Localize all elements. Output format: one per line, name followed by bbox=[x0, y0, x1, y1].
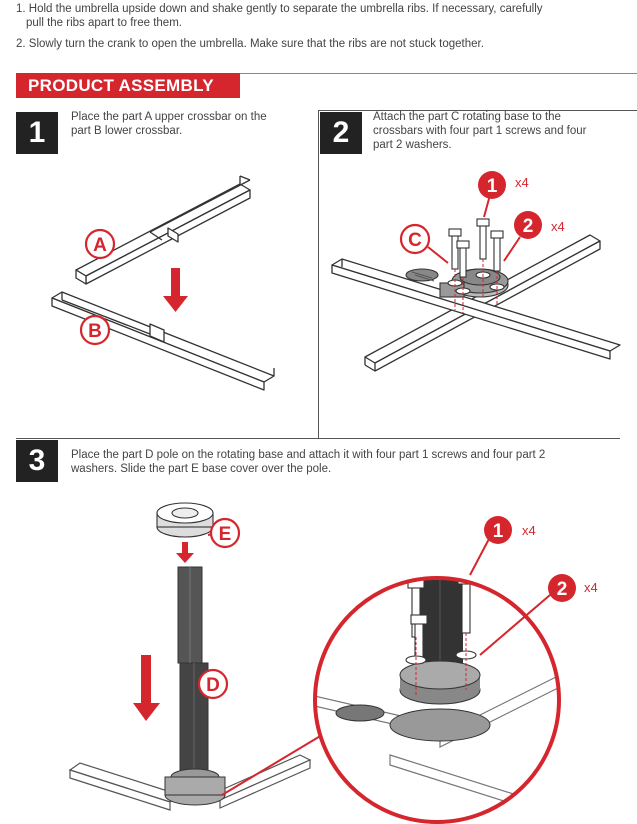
label-part-2: 2 x4 bbox=[479, 574, 598, 656]
base-cover-e-drawing bbox=[156, 502, 214, 538]
step-2-top-rule bbox=[318, 110, 637, 111]
svg-text:x4: x4 bbox=[584, 580, 598, 595]
step-2-text: Attach the part C rotating base to the c… bbox=[373, 110, 586, 152]
intro-step-1-line-b: pull the ribs apart to free them. bbox=[26, 17, 182, 29]
down-arrow-icon bbox=[176, 542, 194, 563]
step-1-text-line: Place the part A upper crossbar on the bbox=[71, 111, 267, 123]
step-2-illustration: C 1 x4 2 x4 bbox=[331, 171, 621, 372]
step-divider bbox=[318, 110, 319, 438]
step-1-illustration: A B bbox=[51, 175, 275, 391]
label-b: B bbox=[79, 314, 111, 346]
label-part-1: 1 x4 bbox=[469, 516, 536, 576]
step-2-text-line: Attach the part C rotating base to the bbox=[373, 111, 561, 123]
step-3-text-line: Place the part D pole on the rotating ba… bbox=[71, 449, 546, 461]
step-1-text: Place the part A upper crossbar on the p… bbox=[71, 110, 267, 138]
label-c: C bbox=[399, 223, 449, 264]
svg-text:A: A bbox=[93, 235, 107, 256]
svg-text:2: 2 bbox=[557, 579, 568, 600]
pole-d-drawing bbox=[164, 566, 226, 806]
svg-text:E: E bbox=[219, 524, 232, 545]
intro-step-2: 2. Slowly turn the crank to open the umb… bbox=[16, 38, 484, 50]
section-title: PRODUCT ASSEMBLY bbox=[16, 73, 240, 98]
label-part-2: 2 x4 bbox=[503, 211, 565, 262]
intro-step-1: 1. Hold the umbrella upside down and sha… bbox=[16, 2, 543, 30]
step-2-text-line: part 2 washers. bbox=[373, 139, 452, 151]
step-1-text-line: part B lower crossbar. bbox=[71, 125, 183, 137]
section-rule bbox=[240, 73, 637, 74]
svg-text:C: C bbox=[408, 230, 422, 251]
label-part-1: 1 x4 bbox=[478, 171, 529, 218]
crossbar-a-drawing bbox=[75, 175, 251, 285]
svg-text:B: B bbox=[88, 321, 102, 342]
step-3-text-line: washers. Slide the part E base cover ove… bbox=[71, 463, 332, 475]
svg-text:x4: x4 bbox=[515, 175, 529, 190]
zoom-circle-outline bbox=[313, 576, 561, 824]
label-d: D bbox=[197, 668, 229, 700]
svg-text:1: 1 bbox=[493, 521, 504, 542]
step-3-number: 3 bbox=[16, 440, 58, 482]
label-a: A bbox=[84, 228, 116, 260]
intro-step-1-line-a: 1. Hold the umbrella upside down and sha… bbox=[16, 3, 543, 15]
step-1-number: 1 bbox=[16, 112, 58, 154]
step-3-top-rule bbox=[16, 438, 620, 439]
svg-text:1: 1 bbox=[487, 176, 498, 197]
svg-text:x4: x4 bbox=[522, 523, 536, 538]
down-arrow-icon bbox=[163, 268, 188, 312]
step-2-number: 2 bbox=[320, 112, 362, 154]
step-3-text: Place the part D pole on the rotating ba… bbox=[71, 448, 545, 476]
svg-text:D: D bbox=[206, 675, 220, 696]
svg-text:2: 2 bbox=[523, 216, 534, 237]
step-3-illustration: E D bbox=[68, 502, 598, 824]
step-2-text-line: crossbars with four part 1 screws and fo… bbox=[373, 125, 587, 137]
svg-text:x4: x4 bbox=[551, 219, 565, 234]
label-e: E bbox=[207, 517, 241, 549]
down-arrow-icon bbox=[133, 655, 160, 721]
